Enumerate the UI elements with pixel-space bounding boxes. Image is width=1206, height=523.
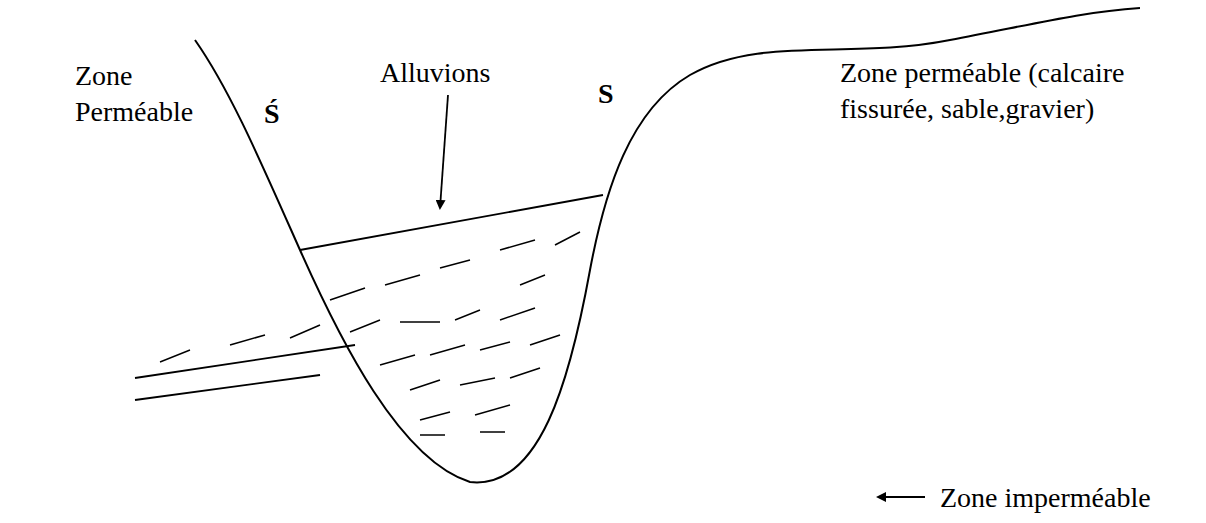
zone-label: Zone perméable (calcaire fissurée, sable…: [840, 55, 1198, 128]
pointer-arrow: [878, 496, 925, 498]
point-label: S: [598, 76, 614, 112]
layer-line: [135, 345, 355, 378]
leader-arrow: [440, 95, 448, 208]
zone-label: Zone imperméable: [940, 480, 1151, 516]
material-label: Alluvions: [380, 55, 490, 91]
layer-line: [135, 375, 320, 400]
alluvium-surface: [300, 195, 603, 250]
alluvium-dashes: [160, 232, 580, 435]
zone-label: Zone Perméable: [75, 58, 215, 131]
point-label: Ś: [264, 96, 280, 132]
